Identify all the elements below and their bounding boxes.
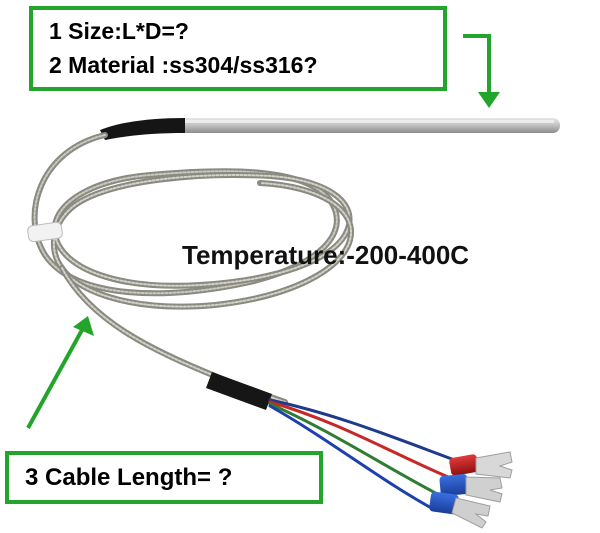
material-text: 2 Material :ss304/ss316?: [49, 52, 318, 78]
arrow-to-probe: [463, 34, 500, 108]
cable-tie: [27, 221, 63, 243]
probe-sleeve: [100, 118, 185, 140]
arrow-to-cable: [26, 316, 94, 429]
size-material-callout: 1 Size:L*D=? 2 Material :ss304/ss316?: [29, 6, 447, 91]
size-text: 1 Size:L*D=?: [49, 18, 189, 44]
terminal-lugs: [429, 451, 513, 529]
probe-rod: [180, 118, 560, 133]
cable-length-callout: 3 Cable Length= ?: [5, 451, 323, 504]
temperature-label: Temperature:-200-400C: [182, 240, 470, 270]
wire-sleeve: [206, 372, 272, 410]
lead-wires: [268, 398, 462, 512]
cable-length-text: 3 Cable Length= ?: [25, 464, 233, 491]
